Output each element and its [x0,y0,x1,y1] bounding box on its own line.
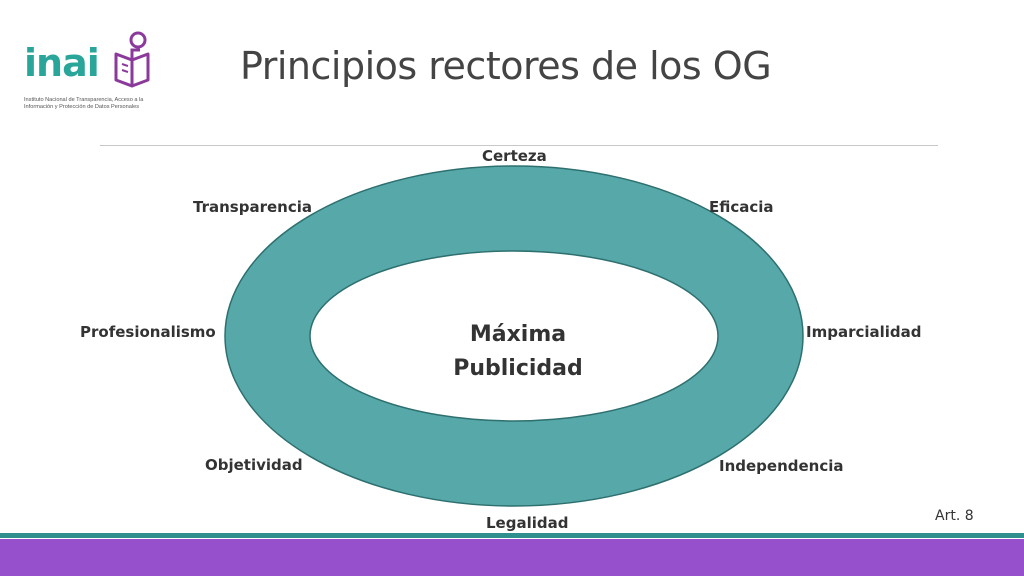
principle-transparencia: Transparencia [193,198,312,216]
logo-wordmark: inai [24,41,100,85]
principle-imparcialidad: Imparcialidad [806,323,922,341]
center-line-2: Publicidad [453,356,583,381]
principle-objetividad: Objetividad [205,456,303,474]
logo-subtitle: Instituto Nacional de Transparencia, Acc… [24,97,144,110]
principle-eficacia: Eficacia [709,198,774,216]
principle-certeza: Certeza [482,147,547,165]
article-reference: Art. 8 [935,508,974,524]
footer-teal-band [0,533,1024,538]
slide-title: Principios rectores de los OG [240,44,772,88]
principle-legalidad: Legalidad [486,514,569,532]
center-label: Máxima Publicidad [418,318,618,386]
footer-purple-band [0,539,1024,576]
center-line-1: Máxima [469,322,567,347]
inai-logo: inai Instituto Nacional de Transparencia… [24,30,164,114]
principle-independencia: Independencia [719,457,844,475]
title-divider [100,145,938,146]
open-book-person-icon [114,31,150,88]
ring-shape [224,165,804,507]
principle-profesionalismo: Profesionalismo [80,323,216,341]
